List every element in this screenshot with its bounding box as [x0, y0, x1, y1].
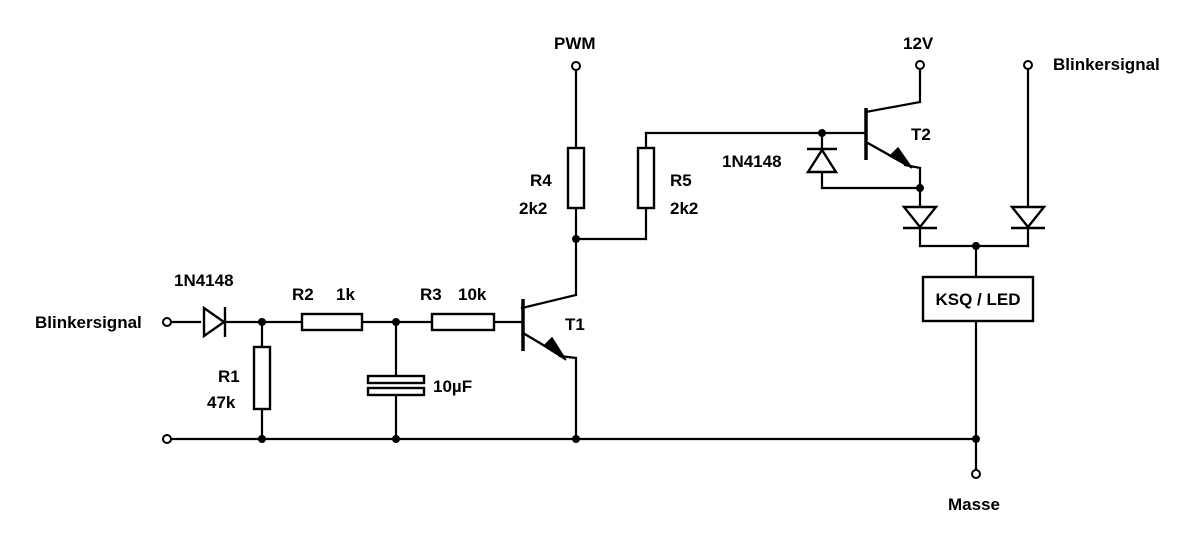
r1-name-label: R1: [218, 367, 240, 386]
t2-label: T2: [911, 125, 931, 144]
input-left-label: Blinkersignal: [35, 313, 142, 332]
resistor-r5: [636, 146, 656, 210]
r3-name-label: R3: [420, 285, 442, 304]
diode-d1: [202, 305, 227, 339]
diode-d4: [1009, 205, 1047, 230]
r2-name-label: R2: [292, 285, 314, 304]
resistor-r1: [252, 345, 272, 411]
input-right-label: Blinkersignal: [1053, 55, 1160, 74]
resistor-r4: [566, 146, 586, 210]
diode-d2: [805, 147, 839, 174]
pwm-label: PWM: [554, 34, 596, 53]
r4-value-label: 2k2: [519, 199, 547, 218]
d1-label: 1N4148: [174, 271, 234, 290]
d2-label: 1N4148: [722, 152, 782, 171]
r3-value-label: 10k: [458, 285, 487, 304]
r5-name-label: R5: [670, 171, 692, 190]
resistor-r3: [430, 312, 496, 332]
resistor-r2: [300, 312, 364, 332]
transistor-t1: [521, 299, 578, 361]
wires: [168, 66, 1030, 472]
junctions: [258, 129, 980, 443]
c1-value-label: 10µF: [433, 377, 472, 396]
supply-label: 12V: [903, 34, 934, 53]
diode-d3: [901, 205, 939, 230]
r4-name-label: R4: [530, 171, 552, 190]
r5-value-label: 2k2: [670, 199, 698, 218]
t1-label: T1: [565, 315, 585, 334]
ground-label: Masse: [948, 495, 1000, 514]
terminals: [162, 60, 1033, 479]
r1-value-label: 47k: [207, 393, 236, 412]
load-box: [921, 275, 1035, 323]
capacitor-c1: [366, 374, 426, 397]
load-label: KSQ / LED: [935, 290, 1020, 309]
r2-value-label: 1k: [336, 285, 355, 304]
transistor-t2: [864, 108, 922, 170]
